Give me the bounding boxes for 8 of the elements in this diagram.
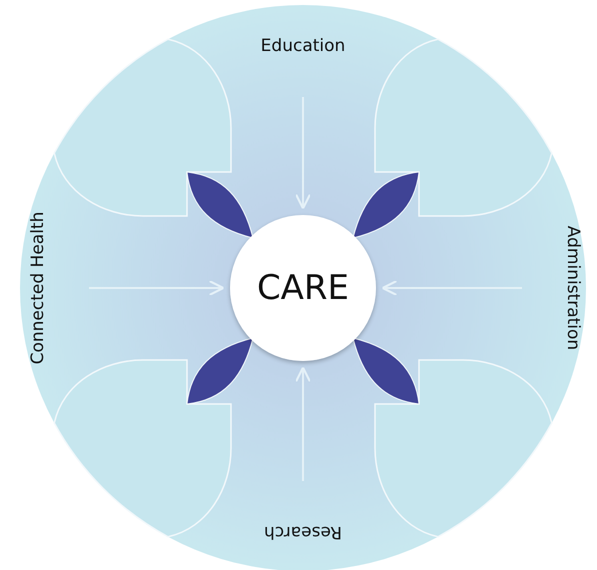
arrow bbox=[89, 280, 224, 296]
band-label: Connected Health bbox=[27, 198, 49, 378]
arrow bbox=[294, 366, 312, 481]
band-label: Research bbox=[253, 521, 353, 543]
band-label: Education bbox=[248, 35, 358, 57]
band-label: Administration bbox=[562, 213, 584, 363]
arrow bbox=[294, 97, 312, 210]
arrow bbox=[382, 280, 522, 296]
